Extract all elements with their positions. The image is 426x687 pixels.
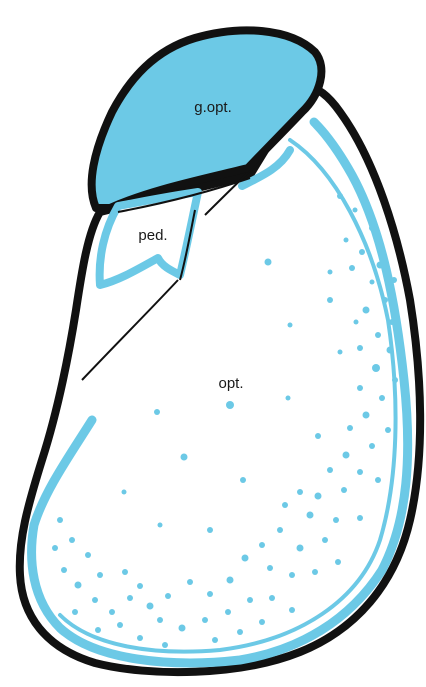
label-optic-gland: g.opt.	[194, 99, 232, 116]
label-peduncle: ped.	[138, 227, 167, 244]
label-optic-lobe: opt.	[218, 375, 243, 392]
